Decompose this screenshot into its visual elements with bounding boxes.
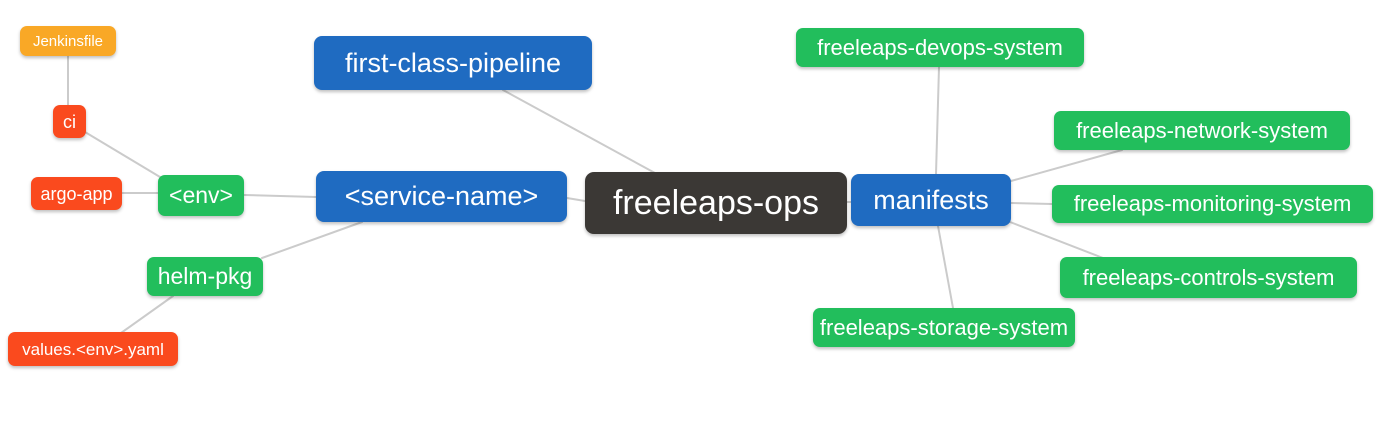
node-ci[interactable]: ci: [53, 105, 86, 138]
node-argo-app[interactable]: argo-app: [31, 177, 122, 210]
edge-manifests-devops-system: [935, 66, 940, 175]
node-freeleaps-monitoring-system[interactable]: freeleaps-monitoring-system: [1052, 185, 1373, 223]
node-freeleaps-ops[interactable]: freeleaps-ops: [585, 172, 847, 234]
edge-manifests-network-system: [1010, 149, 1123, 182]
node-first-class-pipeline[interactable]: first-class-pipeline: [314, 36, 592, 90]
edge-manifests-monitoring-system: [1010, 202, 1053, 205]
edge-helm-pkg-service-name: [261, 221, 363, 259]
node-freeleaps-network-system[interactable]: freeleaps-network-system: [1054, 111, 1350, 150]
node-env[interactable]: <env>: [158, 175, 244, 216]
node-values-env-yaml[interactable]: values.<env>.yaml: [8, 332, 178, 366]
edge-manifests-controls-system: [1009, 221, 1104, 259]
node-manifests[interactable]: manifests: [851, 174, 1011, 226]
edge-values-env-yaml-helm-pkg: [120, 295, 174, 334]
edge-env-service-name: [243, 194, 317, 198]
node-helm-pkg[interactable]: helm-pkg: [147, 257, 263, 296]
node-service-name[interactable]: <service-name>: [316, 171, 567, 222]
node-freeleaps-devops-system[interactable]: freeleaps-devops-system: [796, 28, 1084, 67]
edge-service-name-freeleaps-ops: [566, 197, 586, 202]
edge-ci-env: [84, 131, 161, 178]
edge-manifests-storage-system: [937, 225, 954, 309]
node-freeleaps-storage-system[interactable]: freeleaps-storage-system: [813, 308, 1075, 347]
edge-first-class-pipeline-freeleaps-ops: [502, 89, 656, 174]
node-jenkinsfile[interactable]: Jenkinsfile: [20, 26, 116, 56]
node-freeleaps-controls-system[interactable]: freeleaps-controls-system: [1060, 257, 1357, 298]
